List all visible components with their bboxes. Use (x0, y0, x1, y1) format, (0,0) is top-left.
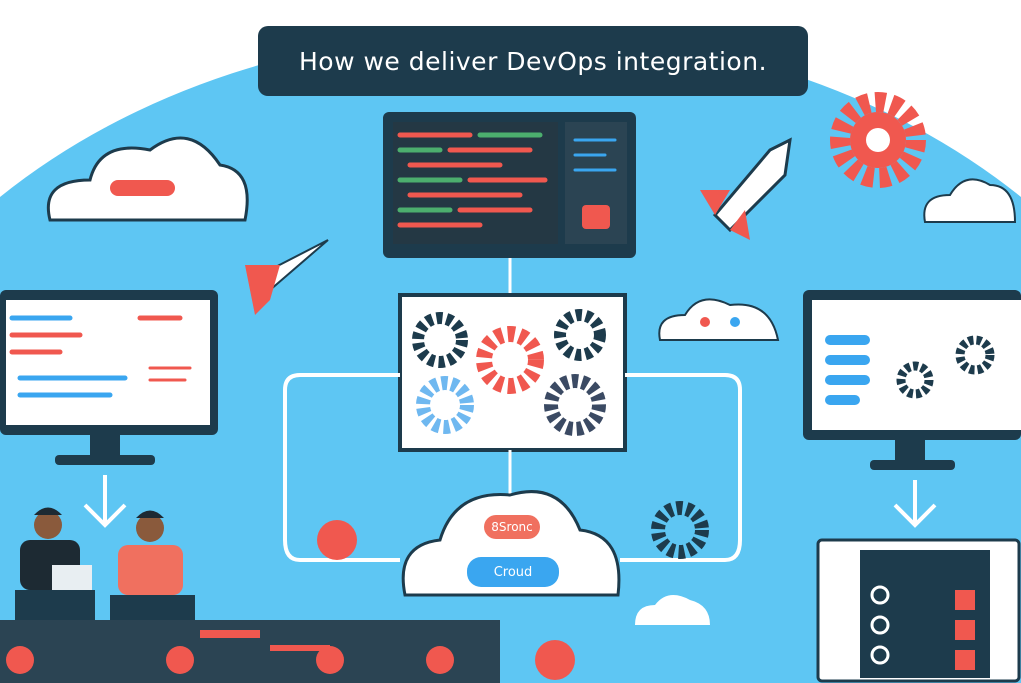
cloud-icon (47, 136, 249, 222)
gear-panel (398, 293, 627, 452)
arrow-icon (83, 475, 127, 528)
gear-icon (476, 326, 544, 394)
cloud-icon (635, 595, 710, 625)
cloud-top-label: 8Sronc (484, 515, 540, 539)
arrow-icon (893, 480, 937, 528)
gear-icon (416, 376, 474, 434)
cloud-icon (401, 490, 621, 597)
gear-icon (651, 501, 709, 559)
gear-icon (896, 361, 934, 399)
monitor-icon (0, 290, 218, 465)
gear-icon (955, 335, 995, 375)
page-title: How we deliver DevOps integration. (298, 46, 768, 76)
rocket-icon (700, 137, 792, 240)
flow-arrow (620, 373, 742, 562)
title-banner: How we deliver DevOps integration. (258, 26, 808, 96)
monitor-icon (803, 290, 1021, 470)
cloud-icon (658, 298, 780, 341)
gear-icon (544, 374, 606, 436)
cloud-icon (923, 178, 1017, 223)
conveyor-belt (0, 620, 500, 683)
flow-arrow (283, 373, 400, 562)
gear-icon (535, 640, 575, 680)
cloud-button[interactable]: Croud (467, 557, 559, 587)
pipeline-panel (816, 538, 1021, 683)
gear-icon (830, 92, 926, 188)
code-monitor (383, 112, 636, 258)
laptop-icon (52, 565, 92, 590)
gear-icon (412, 312, 468, 368)
person-icon (110, 510, 195, 620)
gear-icon (317, 520, 357, 560)
person-icon (15, 507, 95, 620)
gear-icon (554, 309, 606, 361)
rocket-icon (245, 239, 329, 315)
